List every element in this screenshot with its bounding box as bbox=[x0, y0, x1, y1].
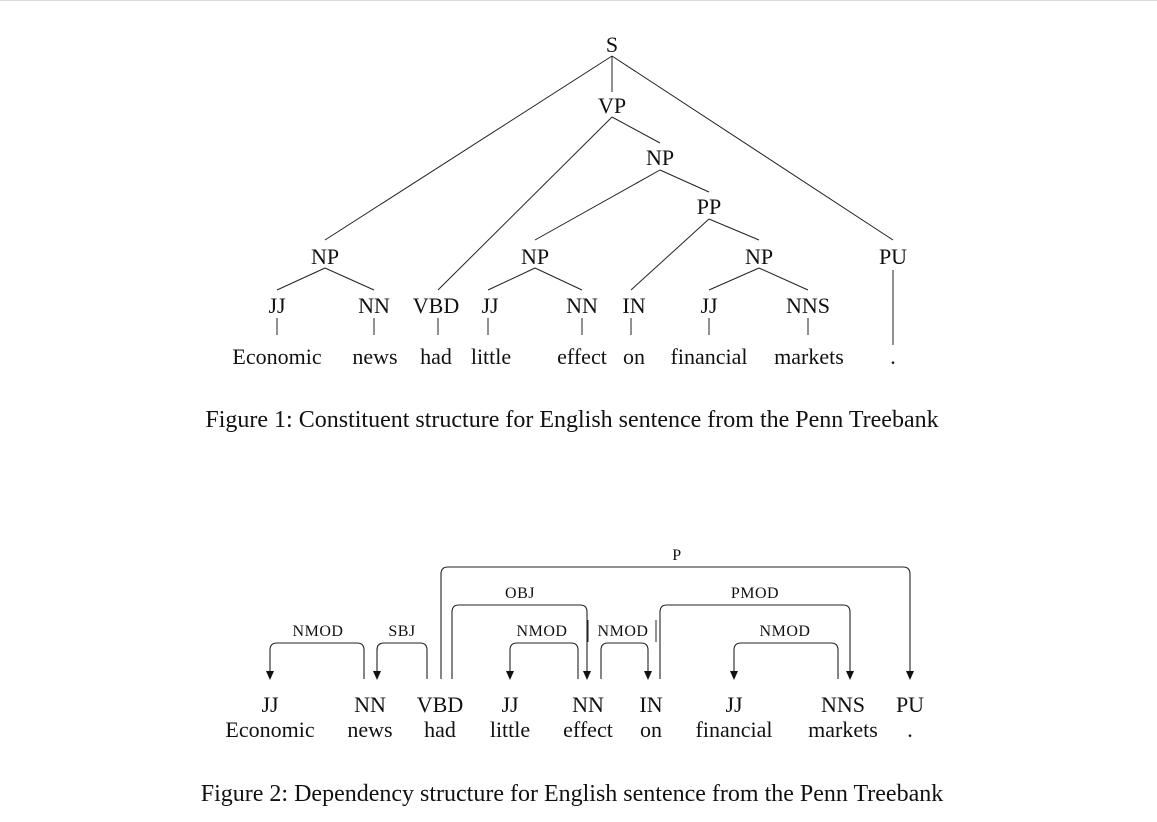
arc-label-nmod: NMOD bbox=[760, 623, 811, 640]
dep-pos-tag: IN bbox=[639, 692, 662, 717]
arc-pmod-markets bbox=[659, 604, 854, 680]
edge-np-jj-2 bbox=[487, 267, 536, 291]
arc-label-nmod: NMOD bbox=[293, 623, 344, 640]
edge-np-nn-2 bbox=[534, 267, 583, 291]
arc-nmod-financial bbox=[730, 642, 839, 680]
tree-word: effect bbox=[557, 344, 607, 369]
tree-pos-tag: IN bbox=[622, 293, 645, 318]
arc-label-sbj: SBJ bbox=[388, 623, 415, 640]
top-border bbox=[0, 0, 1157, 1]
dep-word: Economic bbox=[225, 717, 314, 742]
edge-np-jj-3 bbox=[708, 267, 760, 291]
edge-s-np bbox=[324, 55, 613, 241]
phrase-nodes: S VP NP PP NP NP NP PU bbox=[311, 32, 907, 269]
dep-word: financial bbox=[696, 717, 773, 742]
node-np-effect: NP bbox=[521, 244, 549, 269]
edge-np-nn-1 bbox=[324, 267, 375, 291]
tree-word: little bbox=[471, 344, 511, 369]
dep-word: . bbox=[907, 717, 913, 742]
node-pu: PU bbox=[879, 244, 907, 269]
arc-label-pmod: PMOD bbox=[731, 585, 779, 602]
tree-edges bbox=[276, 55, 894, 345]
node-s: S bbox=[606, 32, 618, 57]
dep-pos-tag: JJ bbox=[725, 692, 743, 717]
node-np-obj: NP bbox=[646, 145, 674, 170]
dep-word: had bbox=[424, 717, 456, 742]
tree-word: news bbox=[352, 344, 397, 369]
arc-label-nmod: NMOD bbox=[598, 623, 649, 640]
tree-words: Economic news had little effect on finan… bbox=[232, 344, 895, 369]
dependency-arcs bbox=[266, 566, 914, 680]
dep-word: effect bbox=[563, 717, 613, 742]
arc-label-obj: OBJ bbox=[505, 585, 535, 602]
dep-word: markets bbox=[808, 717, 878, 742]
edge-pp-in bbox=[630, 218, 710, 291]
dep-words: Economic news had little effect on finan… bbox=[225, 717, 912, 742]
tree-word: on bbox=[623, 344, 645, 369]
arc-sbj-news bbox=[373, 642, 428, 680]
arc-obj-effect bbox=[451, 604, 591, 680]
dependency-structure: NMOD SBJ OBJ NMOD NMOD PMOD NMOD P JJ NN… bbox=[201, 547, 943, 807]
edge-np-jj-1 bbox=[276, 267, 326, 291]
tree-pos-tag: NN bbox=[566, 293, 598, 318]
dep-pos-tag: JJ bbox=[261, 692, 279, 717]
arc-labels: NMOD SBJ OBJ NMOD NMOD PMOD NMOD P bbox=[293, 547, 811, 640]
tree-word: Economic bbox=[232, 344, 321, 369]
tree-pos-tag: NN bbox=[358, 293, 390, 318]
arc-p-punct bbox=[440, 566, 914, 680]
arc-label-nmod: NMOD bbox=[517, 623, 568, 640]
edge-np-pp bbox=[659, 169, 710, 193]
dep-pos-tag: VBD bbox=[417, 692, 463, 717]
edge-np-np bbox=[534, 169, 661, 241]
figure1-caption: Figure 1: Constituent structure for Engl… bbox=[205, 407, 938, 433]
tree-word: markets bbox=[774, 344, 844, 369]
node-pp: PP bbox=[697, 194, 721, 219]
tree-pos-tag: VBD bbox=[413, 293, 459, 318]
tree-word: . bbox=[890, 344, 896, 369]
node-vp: VP bbox=[598, 93, 626, 118]
dep-pos-tag: NN bbox=[572, 692, 604, 717]
arc-label-p: P bbox=[672, 547, 681, 564]
figure2-caption: Figure 2: Dependency structure for Engli… bbox=[201, 781, 943, 807]
dep-pos-tag: NNS bbox=[821, 692, 865, 717]
tree-pos-tag: JJ bbox=[268, 293, 286, 318]
node-np-subj: NP bbox=[311, 244, 339, 269]
dep-word: on bbox=[640, 717, 662, 742]
dep-pos-tags: JJ NN VBD JJ NN IN JJ NNS PU bbox=[261, 692, 924, 717]
arc-nmod-economic bbox=[266, 642, 365, 680]
edge-np-nns bbox=[758, 267, 809, 291]
dep-word: little bbox=[490, 717, 530, 742]
dep-pos-tag: NN bbox=[354, 692, 386, 717]
dep-pos-tag: JJ bbox=[501, 692, 519, 717]
edge-pp-np bbox=[708, 218, 760, 241]
tree-word: had bbox=[420, 344, 452, 369]
arc-nmod-on bbox=[600, 642, 652, 680]
tree-word: financial bbox=[671, 344, 748, 369]
edge-vp-np bbox=[611, 116, 661, 144]
tree-pos-tag: NNS bbox=[786, 293, 830, 318]
edge-vp-vbd bbox=[437, 116, 613, 291]
dep-word: news bbox=[347, 717, 392, 742]
tree-pos-tag: JJ bbox=[481, 293, 499, 318]
arc-nmod-little bbox=[506, 642, 579, 680]
node-np-markets: NP bbox=[745, 244, 773, 269]
tree-pos-tags: JJ NN VBD JJ NN IN JJ NNS bbox=[268, 293, 830, 318]
edge-s-pu bbox=[611, 55, 894, 241]
dep-pos-tag: PU bbox=[896, 692, 924, 717]
constituency-tree: S VP NP PP NP NP NP PU JJ NN VBD JJ NN I… bbox=[205, 32, 938, 433]
tree-pos-tag: JJ bbox=[700, 293, 718, 318]
